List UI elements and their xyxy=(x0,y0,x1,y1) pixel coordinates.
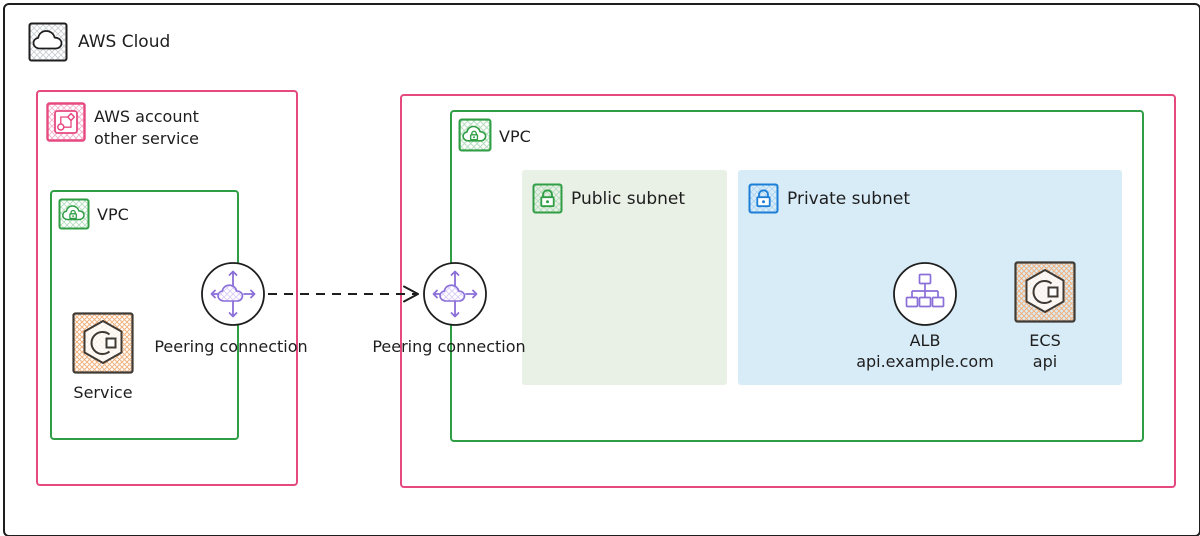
main-vpc-label: VPC xyxy=(499,127,531,146)
peering-connection-left-label: Peering connection xyxy=(154,337,308,356)
private-subnet-lock-icon xyxy=(748,183,779,214)
peering-connection-right-icon xyxy=(423,262,487,326)
external-account-label-line1: AWS account xyxy=(94,107,199,126)
public-subnet-lock-icon xyxy=(532,183,563,214)
alb-icon xyxy=(893,262,957,326)
alb-sublabel: api.example.com xyxy=(856,352,994,371)
ecs-sublabel: api xyxy=(1032,352,1058,371)
aws-account-icon xyxy=(46,102,86,142)
external-account-boundary xyxy=(36,90,298,486)
service-ecs-icon xyxy=(72,312,134,374)
aws-cloud-label: AWS Cloud xyxy=(78,32,171,52)
private-subnet-label: Private subnet xyxy=(787,189,910,209)
service-label: Service xyxy=(73,383,133,402)
alb-label: ALB xyxy=(909,331,941,350)
peering-connection-left-icon xyxy=(201,262,265,326)
external-vpc-icon xyxy=(58,198,90,230)
external-account-label-line2: other service xyxy=(94,129,200,148)
peering-connection-right-label: Peering connection xyxy=(372,337,526,356)
ecs-label: ECS xyxy=(1029,331,1061,350)
ecs-icon xyxy=(1014,261,1076,323)
main-vpc-icon xyxy=(458,118,492,152)
public-subnet-label: Public subnet xyxy=(571,189,686,209)
aws-cloud-icon xyxy=(28,22,68,62)
main-account-boundary xyxy=(400,94,1176,488)
external-vpc-label: VPC xyxy=(97,205,129,224)
peering-arrow xyxy=(268,285,419,303)
